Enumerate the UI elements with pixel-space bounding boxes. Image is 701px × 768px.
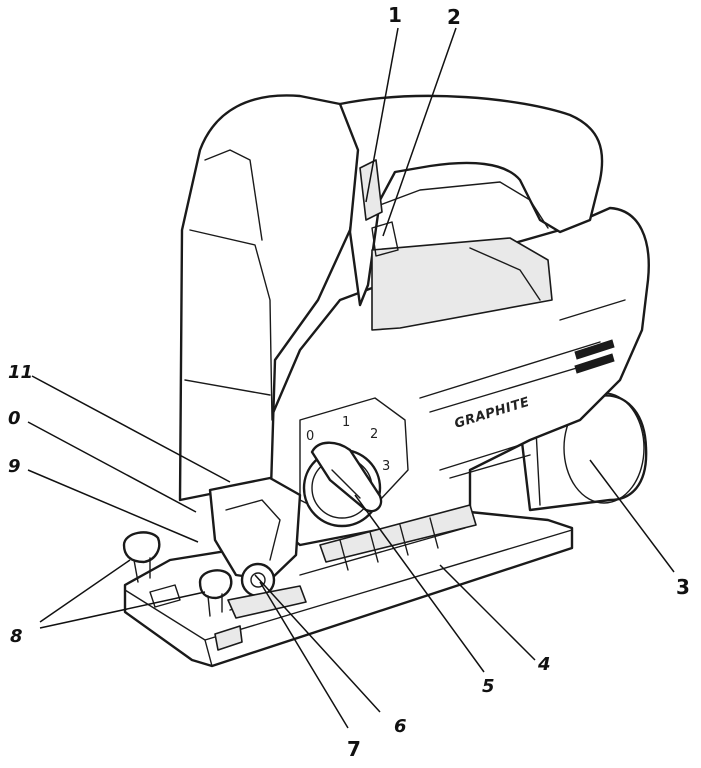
callout-3: 3 <box>676 575 690 599</box>
callout-7: 7 <box>347 737 361 761</box>
callout-4: 4 <box>537 654 551 675</box>
dial-number-1: 1 <box>342 415 350 430</box>
orbital-selector-dial <box>302 441 383 528</box>
callout-9: 9 <box>8 456 21 477</box>
dial-number-2: 2 <box>370 427 378 442</box>
callout-8: 8 <box>10 626 23 647</box>
callout-5: 5 <box>482 676 495 697</box>
callout-2: 2 <box>447 5 461 29</box>
callout-11: 11 <box>8 362 33 383</box>
bevel-knob-right <box>198 569 233 617</box>
callout-0: 0 <box>8 408 21 429</box>
dial-number-3: 3 <box>382 459 390 474</box>
leader-lines <box>27 27 675 729</box>
bevel-knob-left <box>122 531 161 583</box>
callout-1: 1 <box>388 3 402 27</box>
dial-number-0: 0 <box>306 429 314 444</box>
callout-6: 6 <box>394 716 407 737</box>
